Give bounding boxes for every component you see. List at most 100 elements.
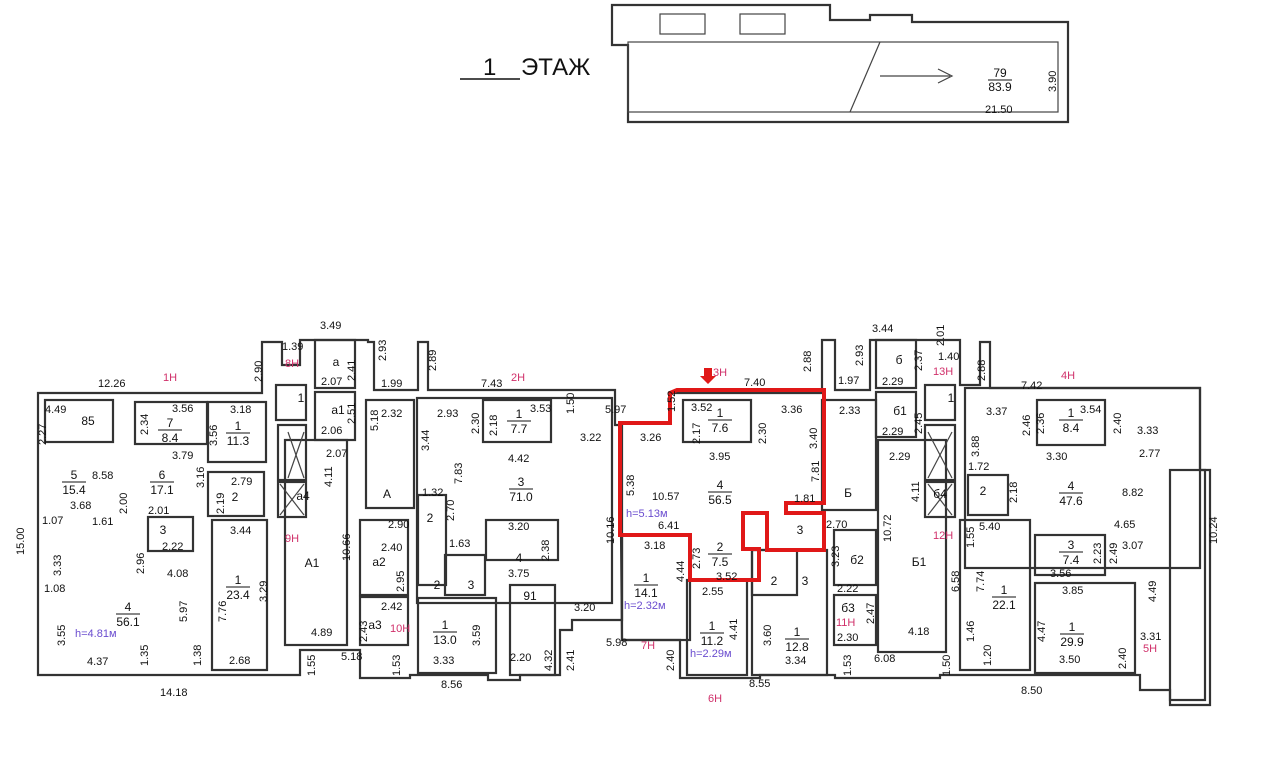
dimension-label: 3.20 (574, 602, 595, 614)
dimension-label: 1.97 (838, 375, 859, 387)
room-number: 1 (516, 407, 523, 421)
dimension-label: 2.29 (882, 376, 903, 388)
room-number: а2 (372, 555, 386, 569)
room-area: 7.4 (1063, 553, 1080, 567)
dimension-label: 2.17 (691, 423, 703, 444)
dimension-label: 2.40 (1117, 648, 1129, 669)
room-area: 7.7 (511, 422, 528, 436)
room-number: 4 (516, 551, 523, 565)
dimension-label: 2.55 (702, 586, 723, 598)
room-area: 12.8 (785, 640, 809, 654)
floor-label: ЭТАЖ (521, 54, 590, 81)
dimension: 21.50 (985, 104, 1013, 116)
dimension-label: 2.49 (1108, 543, 1120, 564)
building-walls (36, 338, 1212, 707)
room-number: 1 (1069, 620, 1076, 634)
room-number: 6 (159, 468, 166, 482)
dimension-label: 5.97 (605, 404, 626, 416)
dimension-label: 1.55 (306, 655, 318, 676)
room-area: 13.0 (433, 633, 457, 647)
room-number: 1 (442, 618, 449, 632)
room-number: б1 (893, 404, 907, 418)
room-area: 11.2 (701, 634, 724, 648)
highlighted-unit-outline[interactable] (618, 388, 826, 582)
room-number: А1 (305, 556, 320, 570)
dimension-label: 5.18 (341, 651, 362, 663)
room-number: 3 (468, 578, 475, 592)
dimension-label: 3.54 (1080, 404, 1101, 416)
dimension-label: 3.22 (580, 432, 601, 444)
dimension-label: 2.40 (665, 650, 677, 671)
dimension-label: 3.68 (70, 500, 91, 512)
dimension-label: 2.33 (839, 405, 860, 417)
ceiling-height: h=4.81м (75, 628, 117, 640)
dimension-label: 2.51 (346, 403, 358, 424)
dimension-label: 4.11 (910, 481, 922, 502)
room-number: а1 (331, 403, 345, 417)
dimension-label: 1.07 (42, 515, 63, 527)
dimension-label: 2.07 (321, 376, 342, 388)
dimension-label: 2.40 (1112, 413, 1124, 434)
room-number: а3 (368, 618, 382, 632)
room-number: 4 (717, 478, 724, 492)
dimension-label: 1.99 (381, 378, 402, 390)
dimension-label: 2.27 (37, 424, 49, 445)
dimension-label: 2.37 (913, 350, 925, 371)
dimension-label: 2.36 (1035, 413, 1047, 434)
dimension-label: 7.81 (810, 461, 822, 482)
entrance-arrow-icon (700, 368, 716, 384)
unit-label: 6Н (708, 693, 722, 705)
dimension-label: 2.23 (1092, 543, 1104, 564)
dimension-label: 2.42 (381, 601, 402, 613)
dimension-label: 3.18 (230, 404, 251, 416)
dimension-label: 1.53 (391, 655, 403, 676)
dimension-label: 12.26 (98, 378, 126, 390)
unit-label: 5Н (1143, 643, 1157, 655)
dimension-label: 2.47 (865, 603, 877, 624)
unit-label: 4Н (1061, 370, 1075, 382)
dimension-label: 2.41 (346, 360, 358, 381)
unit-label: 7Н (641, 640, 655, 652)
dimension-label: 2.30 (837, 632, 858, 644)
dimension-label: 5.97 (178, 601, 190, 622)
dimension-label: 3.31 (1140, 631, 1161, 643)
dimension-label: 4.08 (167, 568, 188, 580)
dimension-label: 8.58 (92, 470, 113, 482)
dimension-label: 2.93 (377, 340, 389, 361)
dimension-label: 3.33 (1137, 425, 1158, 437)
dimension-label: 2.20 (510, 652, 531, 664)
dimension-label: 3.44 (872, 323, 893, 335)
room-number: 2 (434, 578, 441, 592)
unit-label: 13Н (933, 366, 953, 378)
dimension-label: 2.77 (1139, 448, 1160, 460)
room-number: А (383, 487, 391, 501)
dimension-label: 10.72 (882, 514, 894, 542)
room-number: Б1 (912, 555, 927, 569)
dimension-label: 4.42 (508, 453, 529, 465)
dimension: 3.90 (1047, 71, 1059, 92)
floor-number: 1 (483, 54, 496, 81)
room-area: 83.9 (988, 80, 1012, 94)
dimension-label: 6.58 (950, 571, 962, 592)
dimension-label: 1.52 (666, 391, 678, 412)
dimension-label: 2.40 (381, 542, 402, 554)
room-area: 14.1 (634, 586, 658, 600)
dimension-label: 7.74 (975, 571, 987, 592)
dimension-label: 3.36 (781, 404, 802, 416)
dimension-label: 2.93 (854, 345, 866, 366)
dimension-label: 3.75 (508, 568, 529, 580)
room-area: 22.1 (992, 598, 1016, 612)
room-number: 1 (948, 391, 955, 405)
room-number: 2 (232, 490, 239, 504)
dimension-label: 3.30 (1046, 451, 1067, 463)
dimension-label: 4.44 (675, 561, 687, 582)
dimension-label: 1.72 (968, 461, 989, 473)
room-number: 1 (235, 573, 242, 587)
dimension-label: 2.70 (445, 500, 457, 521)
room-number: 5 (71, 468, 78, 482)
dimension-label: 3.44 (230, 525, 251, 537)
dimension-label: 4.32 (543, 650, 555, 671)
ceiling-height: h=2.32м (624, 600, 666, 612)
unit-label: 12Н (933, 530, 953, 542)
dimension-label: 1.39 (282, 341, 303, 353)
